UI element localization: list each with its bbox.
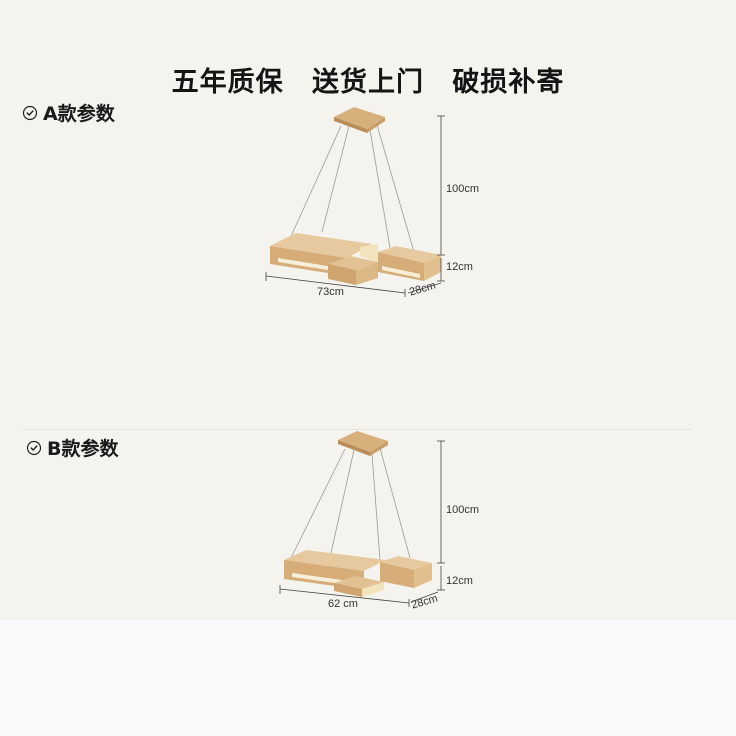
suspension-wires <box>287 124 415 253</box>
section-divider <box>22 429 692 430</box>
section-a-height-label: 100cm <box>446 183 480 195</box>
section-a-label: A款参数 <box>22 99 115 126</box>
section-b-label: B款参数 <box>26 434 118 461</box>
suspension-wires <box>289 447 411 561</box>
section-a-length-label: 73cm <box>317 286 344 298</box>
section-b-height-label: 100cm <box>446 504 480 516</box>
dimension-lines-b <box>279 440 445 607</box>
check-circle-icon <box>26 440 42 455</box>
section-b-length-label: 62 cm <box>328 598 358 610</box>
lamp-b-body <box>284 550 432 597</box>
section-a-title: A款参数 <box>43 103 115 125</box>
ceiling-canopy <box>338 431 388 456</box>
page-headline: 五年质保 送货上门 破损补寄 <box>171 67 565 98</box>
dimension-lines-a <box>265 115 445 297</box>
ceiling-canopy <box>334 107 385 133</box>
bottom-band <box>0 620 736 736</box>
section-b-thickness-label: 12cm <box>446 575 473 587</box>
lamp-a-body <box>270 233 441 285</box>
section-b-title: B款参数 <box>47 438 119 460</box>
section-a-thickness-label: 12cm <box>446 261 473 273</box>
check-circle-icon <box>22 105 38 120</box>
